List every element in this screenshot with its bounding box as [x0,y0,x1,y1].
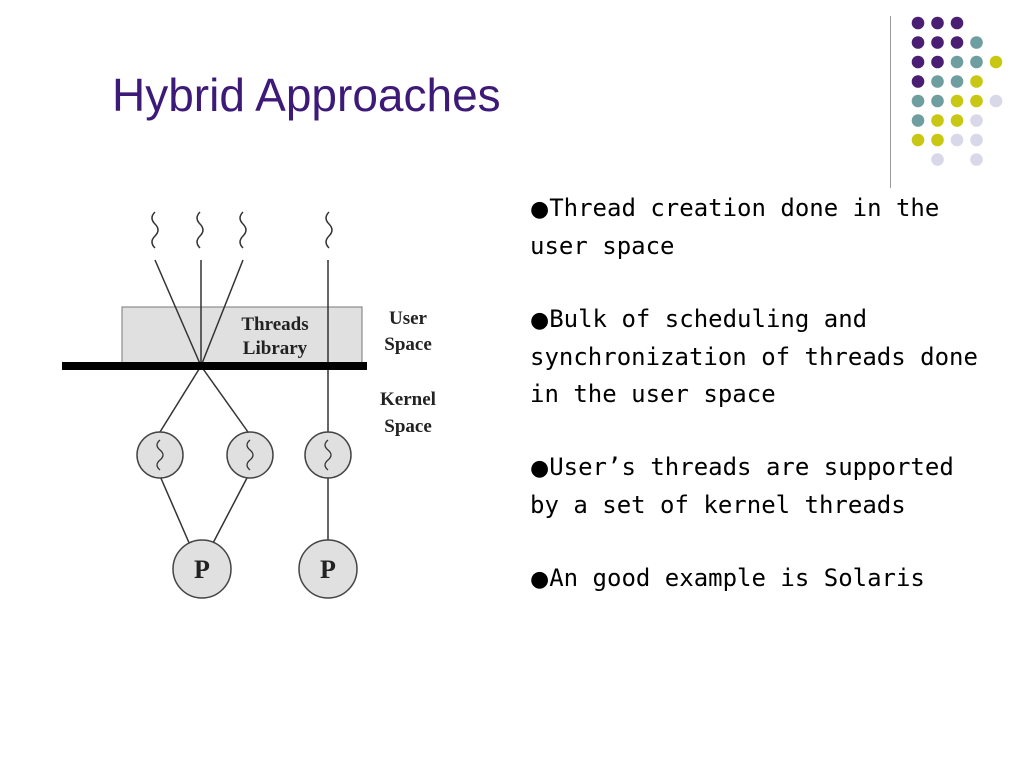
decorative-dot [970,36,983,49]
decorative-dot [911,55,925,69]
processor-1-label: P [194,555,210,584]
decorative-dot [931,75,944,88]
bullet-dot-icon: ● [530,567,550,592]
bullet-dot-icon: ● [530,308,550,333]
mapping-line [154,259,202,367]
decorative-dot [970,94,983,108]
kernel-boundary-line [62,362,367,370]
mapping-line [159,475,191,546]
decorative-dot [970,153,983,166]
decorative-dot [911,133,925,147]
user-thread-squiggle-3 [239,211,247,249]
bullet-dot-icon: ● [530,456,550,481]
decorative-dot [950,114,964,127]
kernel-space-label-line2: Space [384,416,432,437]
decorative-dot [931,153,944,166]
decorative-dot [970,114,983,127]
decorative-dot [970,55,983,69]
bullet-list: ●Thread creation done in the user space … [530,190,980,634]
decorative-dot [950,36,964,49]
decorative-dot [970,75,983,88]
user-thread-squiggle-2 [196,211,204,249]
decorative-dot [931,133,944,147]
bullet-text: An good example is Solaris [549,564,925,592]
bullet-text: Thread creation done in the user space [530,194,940,260]
decorative-dot [931,114,944,127]
bullet-text: User’s threads are supported by a set of… [530,453,954,519]
bullet-item: ●An good example is Solaris [530,560,980,598]
bullet-item: ●Thread creation done in the user space [530,190,980,265]
threads-library-box [121,306,363,367]
bullet-text: Bulk of scheduling and synchronization o… [530,305,978,408]
decorative-dot [970,133,983,147]
processor-2-label: P [320,555,336,584]
processor-2-circle [298,539,358,599]
decorative-dot [950,16,964,30]
decorative-dot [911,94,925,108]
kernel-thread-2 [226,431,274,479]
decorative-dot [931,36,944,49]
mapping-line [200,259,244,367]
decorative-dot [989,94,1003,108]
decorative-dot [950,94,964,108]
user-thread-squiggle-4 [325,211,333,249]
bullet-item: ●Bulk of scheduling and synchronization … [530,301,980,413]
kernel-thread-1 [136,431,184,479]
decorative-dot [950,55,964,69]
decorative-dot [911,16,925,30]
decorative-dot [950,75,964,88]
decorative-divider-line [890,16,891,188]
decorative-dot [931,16,944,30]
threads-library-label-line2: Library [243,338,308,359]
user-space-label-line1: User [389,308,428,329]
hybrid-threads-diagram: P P Threads Library User Space Kernel Sp… [62,211,436,599]
mapping-line [159,365,202,433]
kernel-space-label-line1: Kernel [380,389,436,410]
decorative-dot [911,75,925,88]
bullet-item: ●User’s threads are supported by a set o… [530,449,980,524]
bullet-dot-icon: ● [530,197,550,222]
user-space-label-line2: Space [384,334,432,355]
slide-title: Hybrid Approaches [112,69,501,121]
decorative-dot [911,36,925,49]
mapping-line [211,475,249,546]
decorative-dot [931,55,944,69]
processor-1-circle [172,539,232,599]
threads-library-label-line1: Threads [241,314,308,335]
decorative-dot [950,133,964,147]
decorative-dot [911,114,925,127]
decorative-dot-grid [911,16,1003,166]
decorative-dot [931,94,944,108]
kernel-thread-3 [304,431,352,479]
decorative-dot [989,55,1003,69]
user-thread-squiggle-1 [151,211,159,249]
mapping-line [200,365,249,433]
